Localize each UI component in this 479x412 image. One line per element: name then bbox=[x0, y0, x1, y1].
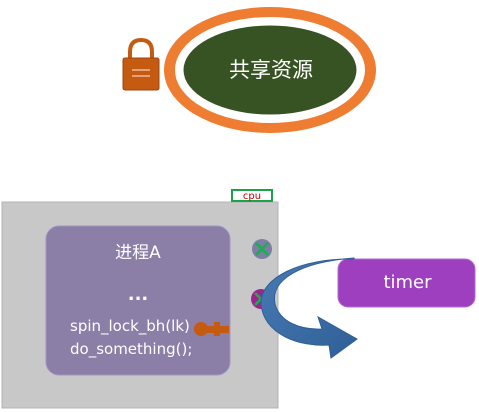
lock-handle-icon bbox=[194, 322, 229, 336]
timer-box bbox=[337, 258, 476, 308]
process-title: 进程A bbox=[115, 243, 161, 263]
code-line-spin-lock: spin_lock_bh(lk) bbox=[70, 317, 190, 335]
interrupt-arrow-icon bbox=[260, 257, 358, 359]
process-ellipsis: ... bbox=[127, 284, 149, 305]
resource-core bbox=[182, 24, 358, 116]
code-line-do-something: do_something(); bbox=[70, 340, 193, 358]
shared-resource-label: 共享资源 bbox=[229, 58, 313, 82]
process-box bbox=[45, 225, 231, 376]
cpu-tag: cpu bbox=[231, 189, 273, 202]
timer-label: timer bbox=[383, 272, 432, 293]
shared-resource bbox=[164, 7, 376, 133]
lock-icon bbox=[122, 37, 160, 91]
blocked-interrupt-mark-icon bbox=[252, 239, 272, 259]
